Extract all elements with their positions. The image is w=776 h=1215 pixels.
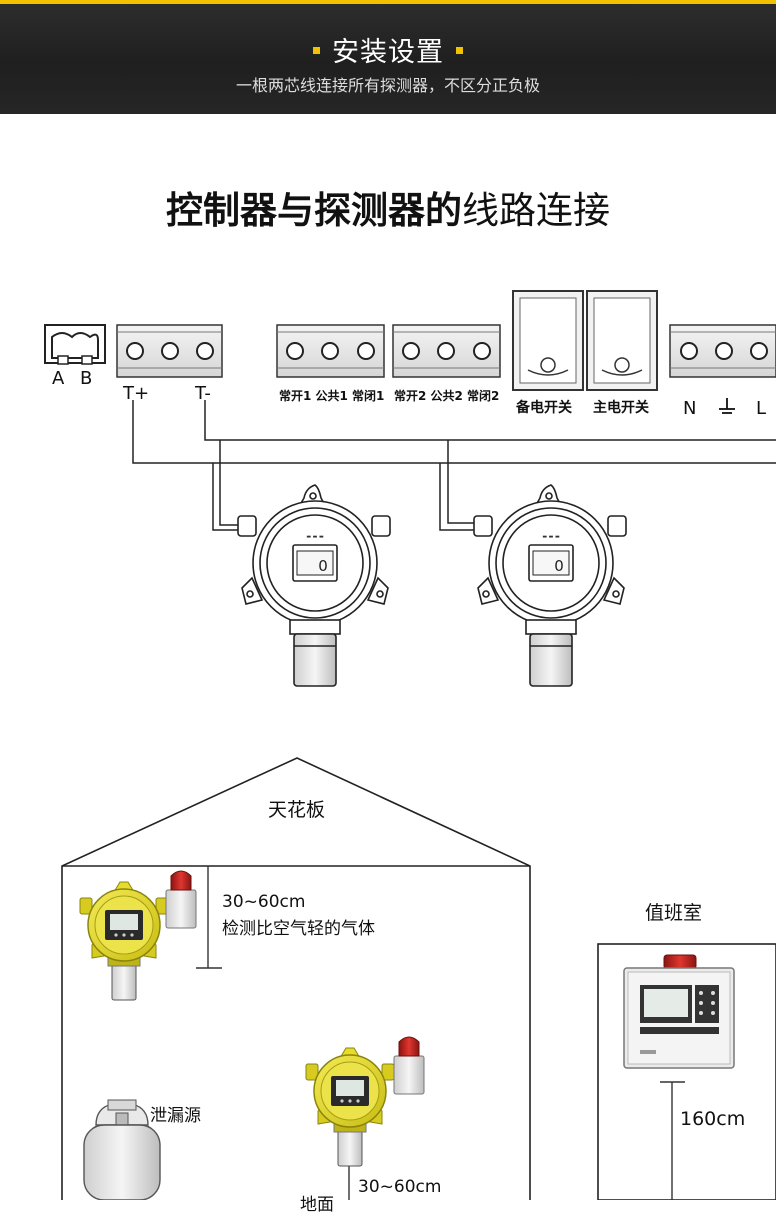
bullet-square-right bbox=[456, 47, 463, 54]
detector-2-brand-mark: ▬ ▬ ▬ bbox=[542, 534, 560, 540]
label-controller-height: 160cm bbox=[680, 1108, 746, 1130]
label-ground: 地面 bbox=[300, 1195, 334, 1215]
header-subtitle: 一根两芯线连接所有探测器，不区分正负极 bbox=[235, 76, 540, 95]
t-terminal-block bbox=[116, 324, 223, 378]
label-relay2: 常开2 公共2 常闭2 bbox=[394, 389, 500, 403]
label-n: N bbox=[683, 398, 697, 419]
label-backup-switch: 备电开关 bbox=[516, 400, 572, 416]
label-distance-bottom: 30~60cm bbox=[358, 1177, 442, 1197]
gas-cylinder bbox=[83, 1099, 161, 1200]
header-title-row: 安装设置 bbox=[0, 30, 776, 69]
bus-wires bbox=[132, 400, 776, 531]
ground-symbol bbox=[719, 398, 735, 414]
controller-height-marker bbox=[660, 1081, 685, 1200]
header-accent-line bbox=[0, 0, 776, 4]
alarm-controller bbox=[623, 954, 735, 1069]
detector-1-display-value: 0 bbox=[318, 557, 328, 575]
house-outline bbox=[61, 757, 531, 1200]
backup-power-switch bbox=[512, 290, 584, 391]
label-light-gas-note: 检测比空气轻的气体 bbox=[222, 919, 375, 939]
relay1-terminal-block bbox=[276, 324, 385, 378]
distance-marker-top bbox=[196, 866, 222, 969]
power-terminal-block bbox=[669, 324, 776, 378]
ab-connector bbox=[44, 324, 106, 365]
label-a: A bbox=[52, 368, 65, 389]
detector-1 bbox=[237, 484, 391, 687]
main-power-switch bbox=[586, 290, 658, 391]
label-relay1: 常开1 公共1 常闭1 bbox=[279, 389, 385, 403]
label-l: L bbox=[756, 398, 767, 419]
detector-2 bbox=[473, 484, 627, 687]
detector-1-brand-mark: ▬ ▬ ▬ bbox=[306, 534, 324, 540]
relay2-terminal-block bbox=[392, 324, 501, 378]
detector-2-display-value: 0 bbox=[554, 557, 564, 575]
header-title: 安装设置 bbox=[332, 37, 444, 68]
label-t-plus: T+ bbox=[123, 383, 150, 404]
label-b: B bbox=[80, 368, 93, 389]
label-leak-source: 泄漏源 bbox=[150, 1106, 201, 1126]
label-t-minus: T- bbox=[195, 383, 211, 404]
label-main-switch: 主电开关 bbox=[593, 400, 649, 416]
wiring-title-normal: 线路连接 bbox=[462, 189, 610, 232]
label-duty-room: 值班室 bbox=[645, 902, 703, 924]
header-banner: 安装设置 一根两芯线连接所有探测器，不区分正负极 bbox=[0, 0, 776, 114]
label-ceiling: 天花板 bbox=[268, 799, 326, 821]
bullet-square-left bbox=[313, 47, 320, 54]
wiring-title-bold: 控制器与探测器的 bbox=[166, 189, 462, 232]
duty-room-outline bbox=[597, 943, 776, 1200]
label-distance-top: 30~60cm bbox=[222, 892, 306, 912]
yellow-detector-top bbox=[79, 870, 197, 1001]
yellow-detector-bottom bbox=[305, 1036, 425, 1167]
wiring-section-title: 控制器与探测器的线路连接 bbox=[0, 180, 776, 234]
